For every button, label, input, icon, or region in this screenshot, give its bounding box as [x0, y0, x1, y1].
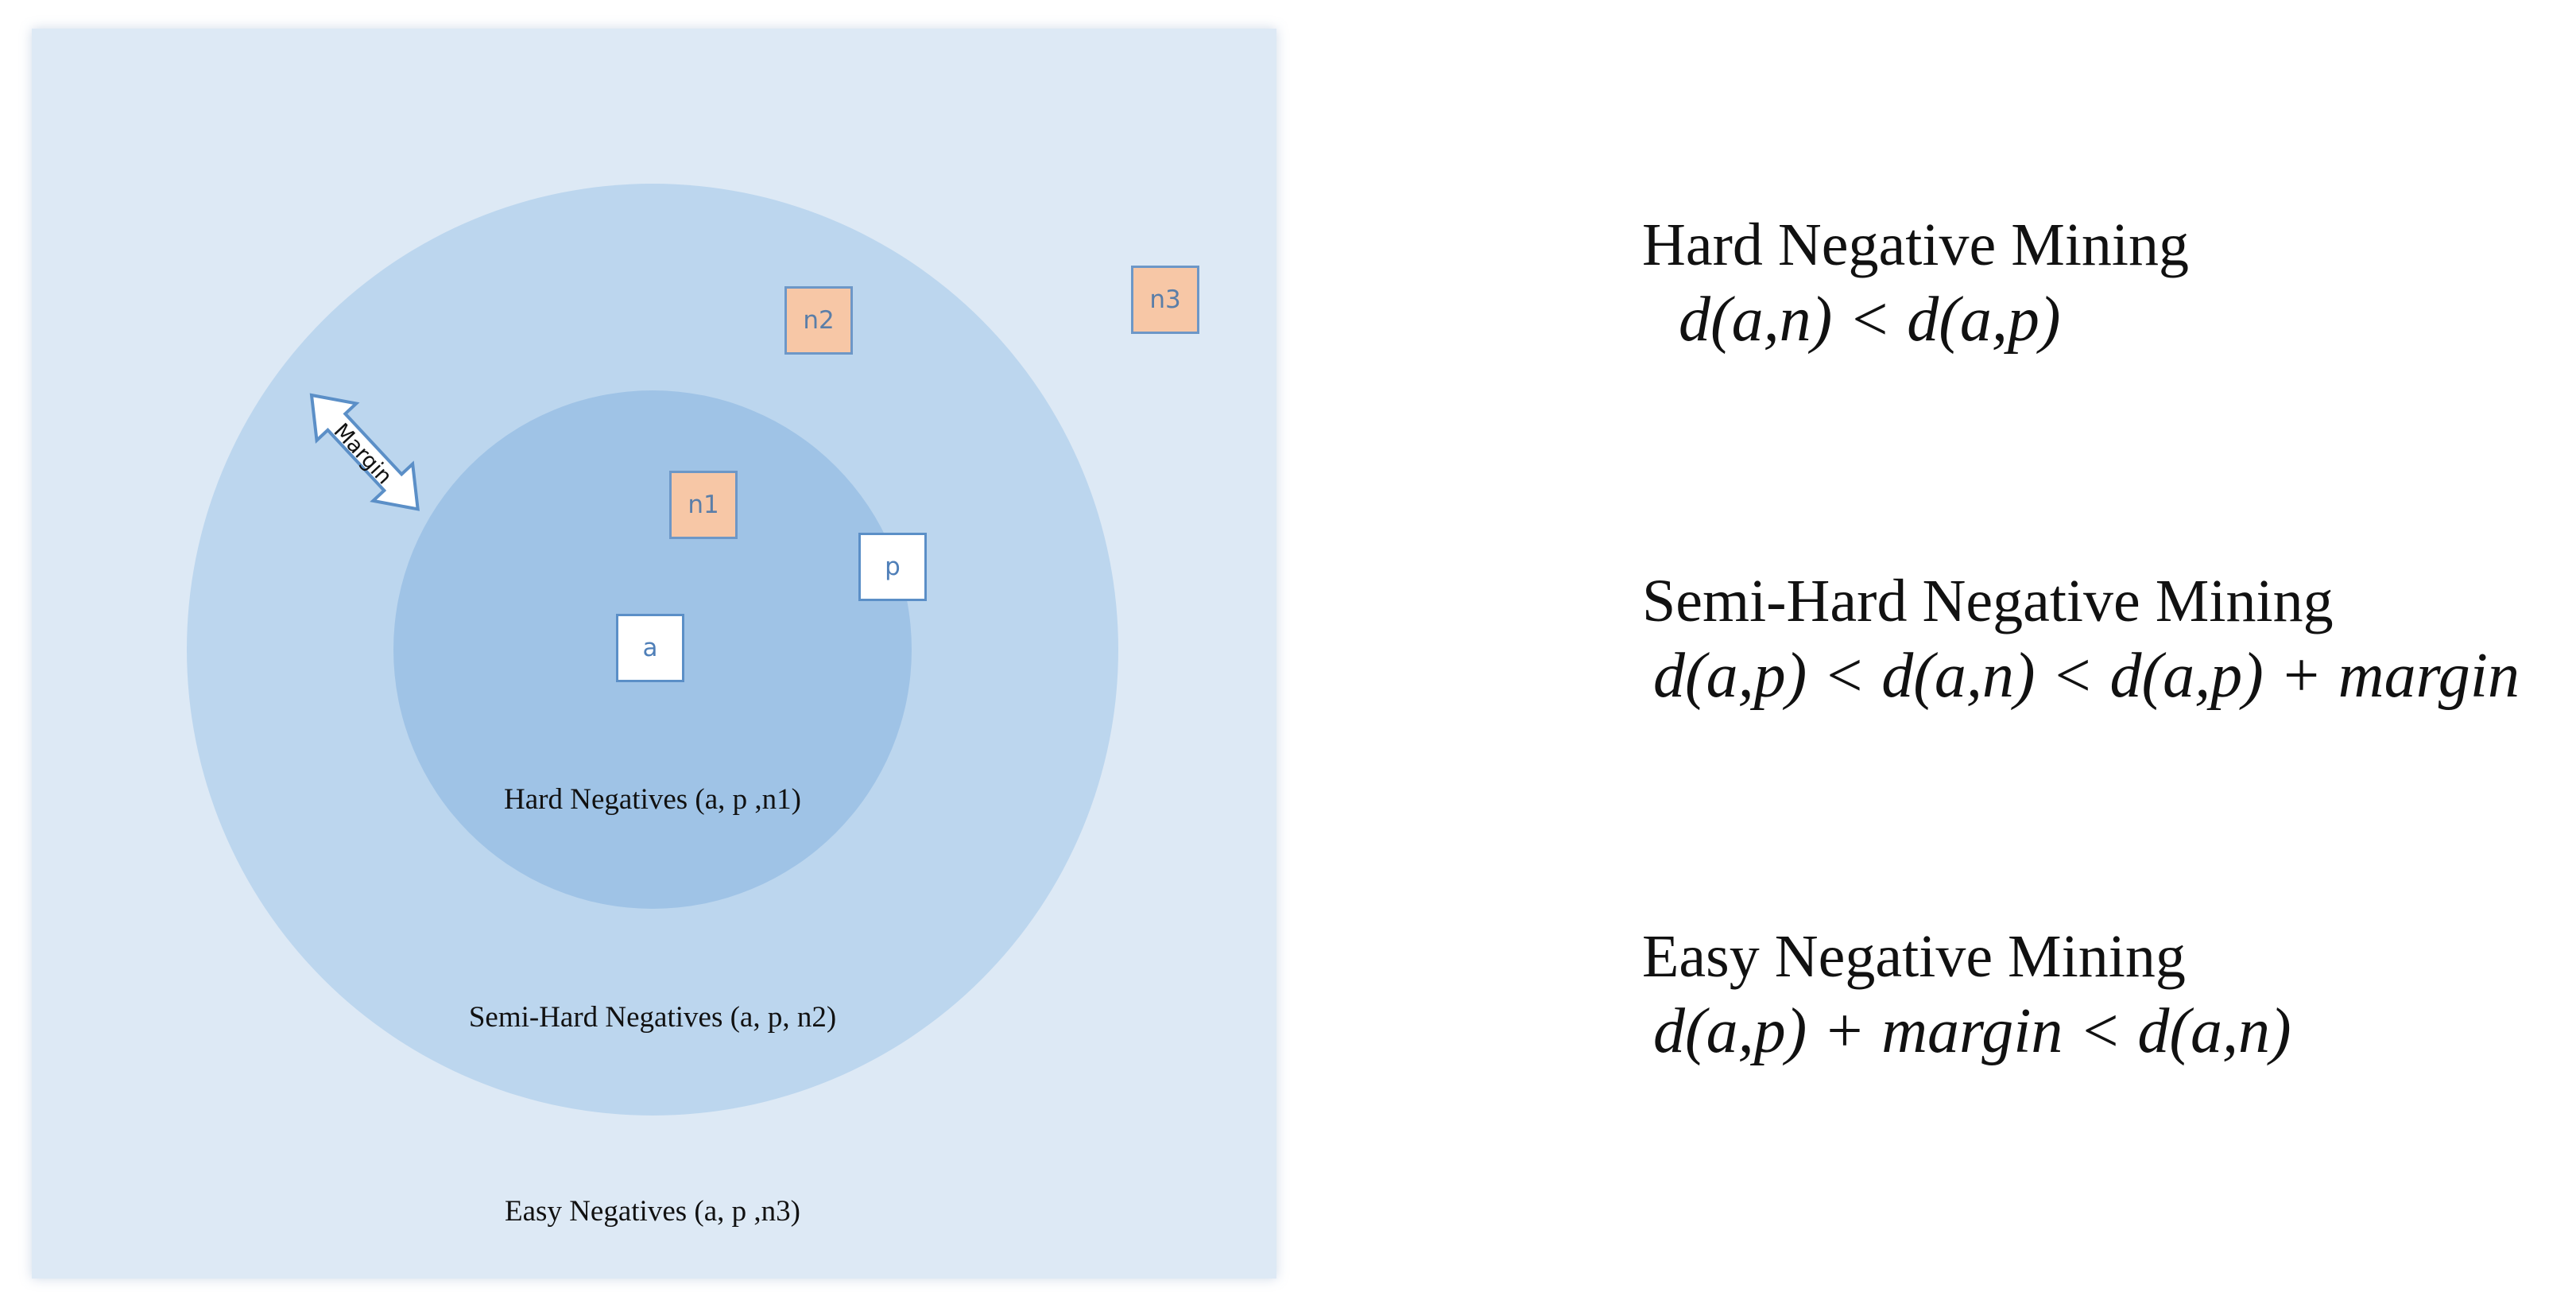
triplet-diagram: Margin n3 n2 n1 p a Hard Negatives (a, p… — [32, 29, 1276, 1279]
anchor-point-a: a — [616, 614, 684, 682]
negative-point-n3: n3 — [1131, 266, 1199, 334]
easy-negative-mining-formula: d(a,p) + margin < d(a,n) — [1653, 996, 2291, 1066]
hard-negative-mining-block: Hard Negative Mining d(a,n) < d(a,p) — [1642, 208, 2189, 358]
margin-label: Margin — [328, 419, 397, 490]
point-label: a — [642, 634, 658, 662]
easy-negatives-label: Easy Negatives (a, p ,n3) — [505, 1195, 800, 1228]
semi-hard-negatives-label: Semi-Hard Negatives (a, p, n2) — [468, 1001, 837, 1034]
easy-negative-mining-title: Easy Negative Mining — [1642, 923, 2186, 990]
semi-hard-negative-mining-title: Semi-Hard Negative Mining — [1642, 568, 2334, 634]
hard-negatives-label: Hard Negatives (a, p ,n1) — [504, 783, 801, 816]
positive-point-p: p — [858, 533, 927, 601]
semi-hard-negative-mining-formula: d(a,p) < d(a,n) < d(a,p) + margin — [1653, 641, 2520, 711]
semi-hard-negative-mining-block: Semi-Hard Negative Mining d(a,p) < d(a,n… — [1642, 565, 2520, 714]
easy-negative-mining-block: Easy Negative Mining d(a,p) + margin < d… — [1642, 920, 2291, 1069]
margin-arrow: Margin — [309, 393, 420, 511]
hard-negative-mining-formula: d(a,n) < d(a,p) — [1679, 285, 2061, 355]
point-label: p — [885, 553, 901, 581]
negative-point-n2: n2 — [784, 286, 853, 355]
point-label: n1 — [688, 491, 719, 519]
point-label: n2 — [803, 306, 835, 335]
hard-negative-mining-title: Hard Negative Mining — [1642, 211, 2190, 278]
negative-point-n1: n1 — [669, 471, 738, 539]
point-label: n3 — [1149, 285, 1181, 314]
